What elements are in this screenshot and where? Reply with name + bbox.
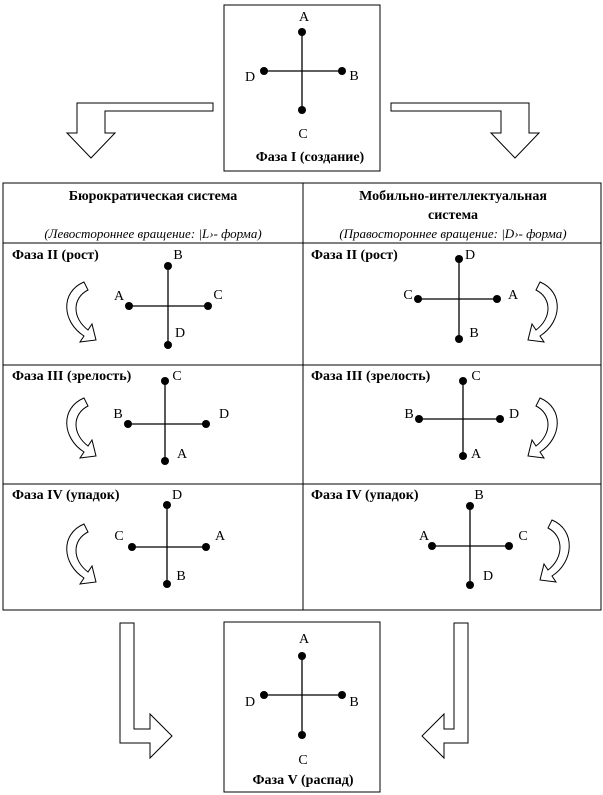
phase2-left-point-right: C (213, 288, 222, 303)
phase3-left-point-right: D (219, 407, 229, 422)
phase4-right-label: Фаза IV (упадок) (311, 488, 419, 503)
right-system-subtitle: (Правостороннее вращение: |D›- форма) (339, 226, 566, 241)
phase5-point-bottom: C (298, 753, 307, 768)
phase5-label: Фаза V (распад) (253, 773, 354, 788)
phase3-right-point-bottom: A (471, 447, 482, 462)
phase5-point-top: A (299, 632, 310, 647)
phase1-point-left: D (245, 70, 255, 85)
phase3-right-cross: C D A B (404, 369, 519, 462)
rotation-arrow-right-phase3 (527, 397, 558, 459)
right-system-title-line1: Мобильно-интеллектуальная (359, 189, 547, 204)
phase2-left-point-top: B (173, 248, 182, 263)
phase2-right-point-right: A (508, 288, 519, 303)
phase1-point-bottom: C (298, 127, 307, 142)
phase2-right-label: Фаза II (рост) (311, 248, 398, 263)
phase2-right-cross: D A B C (403, 248, 519, 343)
bottom-right-arrow (421, 622, 469, 760)
left-system-title: Бюрократическая система (69, 189, 238, 204)
rotation-arrow-left-phase4 (66, 523, 97, 585)
rotation-arrow-left-phase3 (66, 397, 97, 459)
phase4-left-cross: D A B C (114, 488, 226, 588)
phase4-left-point-top: D (172, 488, 182, 503)
phase5-cross: A B C D (245, 632, 359, 768)
right-system-title-line2: система (428, 208, 478, 223)
phase2-right-point-bottom: B (469, 326, 478, 341)
top-left-arrow (65, 102, 214, 159)
phase1-label: Фаза I (создание) (256, 150, 365, 165)
phase1-point-right: B (349, 69, 358, 84)
phase4-right-point-top: B (474, 488, 483, 503)
phase5-point-left: D (245, 695, 255, 710)
phase3-left-point-left: B (113, 407, 122, 422)
phase3-right-label: Фаза III (зрелость) (311, 369, 431, 384)
phase3-left-cross: C D A B (113, 369, 229, 465)
phase2-left-point-left: A (114, 289, 125, 304)
phase3-right-point-right: D (509, 407, 519, 422)
phase2-left-point-bottom: D (175, 326, 185, 341)
phase3-right-point-left: B (404, 407, 413, 422)
phase1-point-top: A (299, 10, 310, 25)
left-system-subtitle: (Левостороннее вращение: |L›- форма) (44, 226, 261, 241)
phase2-left-cross: B C D A (114, 248, 223, 349)
phase4-left-point-right: A (215, 529, 226, 544)
phase3-left-point-top: C (172, 369, 181, 384)
phase4-left-label: Фаза IV (упадок) (12, 488, 120, 503)
phase5-point-right: B (349, 695, 358, 710)
phase2-left-label: Фаза II (рост) (12, 248, 99, 263)
phase2-right-point-top: D (465, 248, 475, 263)
phase3-right-point-top: C (471, 369, 480, 384)
phase4-left-point-left: C (114, 529, 123, 544)
rotation-arrow-right-phase4 (539, 519, 570, 583)
phase3-left-point-bottom: A (177, 447, 188, 462)
rotation-arrow-right-phase2 (527, 281, 558, 343)
phase4-left-point-bottom: B (176, 569, 185, 584)
bottom-left-arrow (119, 622, 173, 760)
phase4-right-cross: B C D A (419, 488, 528, 589)
phase1-cross: A B C D (245, 10, 359, 142)
rotation-arrow-left-phase2 (66, 281, 97, 343)
phase4-right-point-right: C (518, 529, 527, 544)
phase4-right-point-bottom: D (483, 569, 493, 584)
main-table (2, 182, 602, 611)
phase3-left-label: Фаза III (зрелость) (12, 369, 132, 384)
phase2-right-point-left: C (403, 288, 412, 303)
phase1-box: A B C D Фаза I (создание) (223, 4, 381, 172)
top-right-arrow (390, 102, 541, 159)
phase5-box: A B C D Фаза V (распад) (223, 621, 381, 793)
phase4-right-point-left: A (419, 529, 430, 544)
